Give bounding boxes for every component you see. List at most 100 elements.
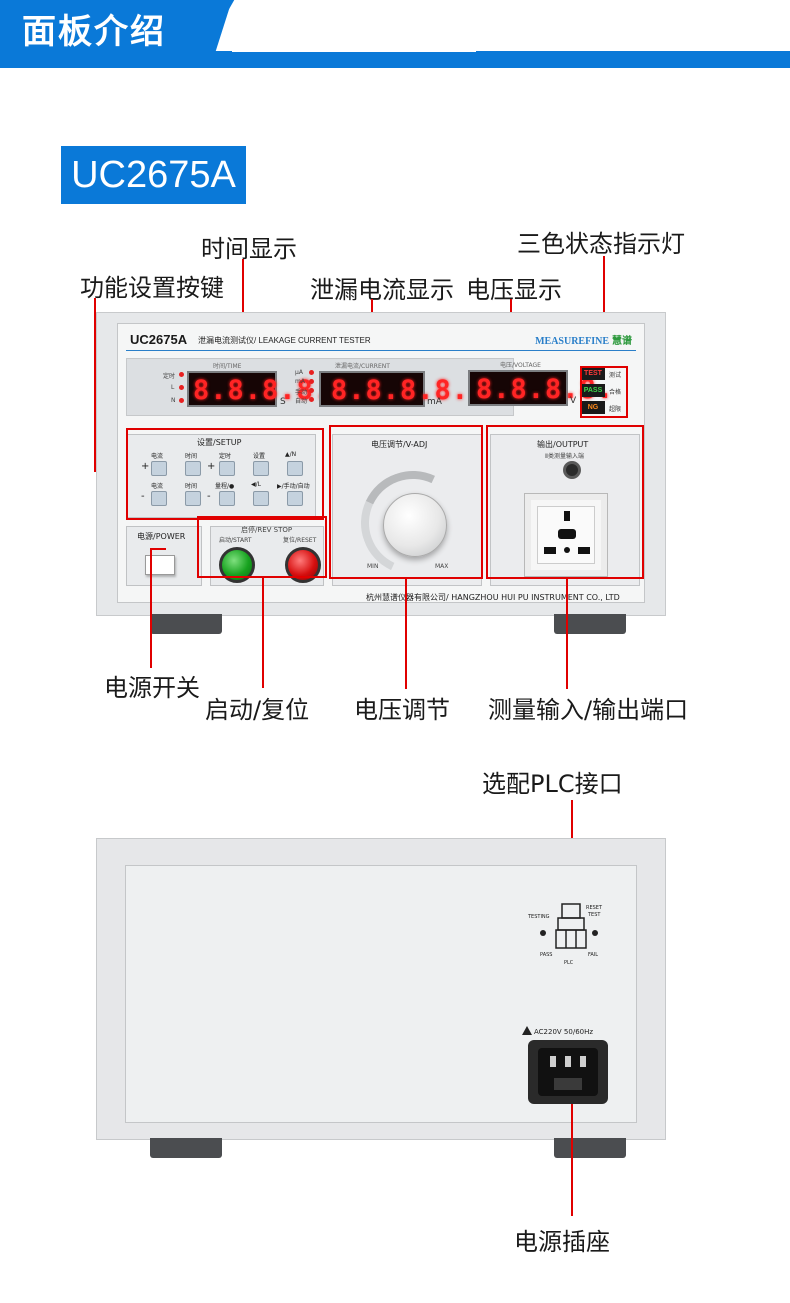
socket-hole-right xyxy=(578,547,590,554)
key-time-down[interactable] xyxy=(185,491,201,506)
status-test-label: TEST xyxy=(584,370,602,377)
rear-foot-right xyxy=(554,1138,626,1158)
inlet-pin-right xyxy=(580,1056,586,1067)
current-led-2 xyxy=(309,388,314,393)
key-right-auto[interactable] xyxy=(287,491,303,506)
plc-name: PLC xyxy=(564,960,574,966)
header-rule xyxy=(126,350,636,351)
current-led-label-0: μA xyxy=(295,369,303,376)
label-time-display: 时间显示 xyxy=(201,235,297,263)
label-power-socket: 电源插座 xyxy=(514,1228,610,1256)
page-subtitle: THREE COLOR STATUS INDICATOR xyxy=(484,33,773,52)
status-pass: PASS xyxy=(581,384,605,397)
time-led-0 xyxy=(179,372,184,377)
status-test: TEST xyxy=(581,367,605,380)
start-label: 启动/START xyxy=(219,537,252,544)
header-title-block xyxy=(0,0,232,51)
key-up-n[interactable] xyxy=(287,461,303,476)
key-time-up[interactable] xyxy=(185,461,201,476)
key-label-1-2: 时间 xyxy=(185,453,198,460)
key-range[interactable] xyxy=(219,491,235,506)
current-caption: 泄漏电流/CURRENT xyxy=(335,363,390,370)
callout-line-power xyxy=(150,548,152,668)
current-led-label-2: 手动 xyxy=(295,389,308,396)
callout-line-io xyxy=(566,579,568,689)
current-unit: mA xyxy=(427,397,442,407)
front-foot-right xyxy=(554,614,626,634)
status-ng-text: 超限 xyxy=(609,406,622,413)
status-indicator: TEST 测试 PASS 合格 NG 超限 xyxy=(581,365,639,417)
power-inlet[interactable] xyxy=(528,1040,608,1104)
callout-line-socket xyxy=(571,1104,573,1216)
key-current-down[interactable] xyxy=(151,491,167,506)
label-voltage-display: 电压显示 xyxy=(466,276,562,304)
socket-face xyxy=(537,506,595,564)
time-digits: 8.8.8.8. xyxy=(193,375,332,406)
label-start-reset: 启动/复位 xyxy=(205,696,310,724)
brand-name: MEASUREFINE xyxy=(535,336,609,347)
callout-line-power-h xyxy=(150,548,166,550)
output-title: 输出/OUTPUT xyxy=(537,440,589,449)
key-label-2-2: 时间 xyxy=(185,483,198,490)
plc-pass: PASS xyxy=(540,952,553,958)
current-digits: 8.8.8.8. xyxy=(331,375,470,406)
header-tab xyxy=(205,0,790,51)
current-led-0 xyxy=(309,370,314,375)
status-pass-label: PASS xyxy=(583,387,603,394)
front-faceplate: UC2675A 泄漏电流测试仪/ LEAKAGE CURRENT TESTER … xyxy=(117,323,645,603)
plc-testing: TESTING xyxy=(528,914,550,920)
key-label-1-3: 定时 xyxy=(219,453,232,460)
rear-foot-left xyxy=(150,1138,222,1158)
label-power-switch: 电源开关 xyxy=(104,674,200,702)
voltage-knob[interactable] xyxy=(383,493,447,557)
time-unit: S xyxy=(280,397,286,407)
company-name: 杭州慧谱仪器有限公司/ HANGZHOU HUI PU INSTRUMENT C… xyxy=(366,593,620,602)
time-led-label-0: 定时 xyxy=(163,373,176,380)
fuse-holder xyxy=(554,1078,582,1090)
power-switch[interactable] xyxy=(145,555,175,575)
current-led-3 xyxy=(309,397,314,402)
plc-connector-icon xyxy=(555,903,587,949)
panel-description: 泄漏电流测试仪/ LEAKAGE CURRENT TESTER xyxy=(198,336,371,345)
inlet-pin-center xyxy=(565,1056,571,1067)
page-title: 面板介绍 xyxy=(22,12,166,52)
reset-label: 复位/RESET xyxy=(283,537,317,544)
key-label-2-1: 电流 xyxy=(151,483,164,490)
output-socket[interactable] xyxy=(524,493,608,577)
key-label-1-5: ▲/N xyxy=(285,451,297,458)
plus-icon: + xyxy=(207,461,216,472)
power-inlet-face xyxy=(538,1048,598,1096)
setup-keys-area: 设置/SETUP 电流 时间 定时 设置 ▲/N + + 电流 时间 量程/● … xyxy=(126,434,316,518)
key-setting[interactable] xyxy=(253,461,269,476)
time-display: 8.8.8.8. xyxy=(187,371,330,407)
key-timer[interactable] xyxy=(219,461,235,476)
voltage-caption: 电压/VOLTAGE xyxy=(500,362,541,369)
socket-hole-top xyxy=(564,511,570,521)
key-left-l[interactable] xyxy=(253,491,269,506)
time-led-label-2: N xyxy=(171,397,176,404)
inlet-pin-left xyxy=(550,1056,556,1067)
brand-name-cn: 慧谱 xyxy=(612,336,632,347)
minus-icon: - xyxy=(141,491,145,502)
status-ng: NG xyxy=(581,401,605,414)
current-led-label-1: mA xyxy=(295,378,305,385)
header-divider xyxy=(232,50,476,52)
plc-test: TEST xyxy=(588,912,601,918)
key-label-1-1: 电流 xyxy=(151,453,164,460)
highlight-io-port xyxy=(486,425,644,579)
key-current-up[interactable] xyxy=(151,461,167,476)
time-led-1 xyxy=(179,385,184,390)
start-stop-title: 启停/REV STOP xyxy=(241,526,293,534)
front-panel: UC2675A 泄漏电流测试仪/ LEAKAGE CURRENT TESTER … xyxy=(96,312,666,616)
label-io-port: 测量输入/输出端口 xyxy=(488,696,689,724)
time-led-2 xyxy=(179,398,184,403)
key-label-2-3: 量程/● xyxy=(215,483,235,490)
highlight-start-reset xyxy=(197,516,327,578)
header-banner: 面板介绍 THREE COLOR STATUS INDICATOR xyxy=(0,0,790,68)
display-strip: 时间/TIME 定时 L N 8.8.8.8. S 泄漏电流/CURRENT μ… xyxy=(126,358,514,416)
knob-max-label: MAX xyxy=(435,563,449,570)
voltage-strip: 电压/VOLTAGE 8.8.8.8. V xyxy=(460,358,613,416)
voltage-display: 8.8.8.8. xyxy=(468,370,613,406)
measure-input-jack[interactable] xyxy=(563,461,581,479)
socket-hole-center xyxy=(564,547,570,553)
